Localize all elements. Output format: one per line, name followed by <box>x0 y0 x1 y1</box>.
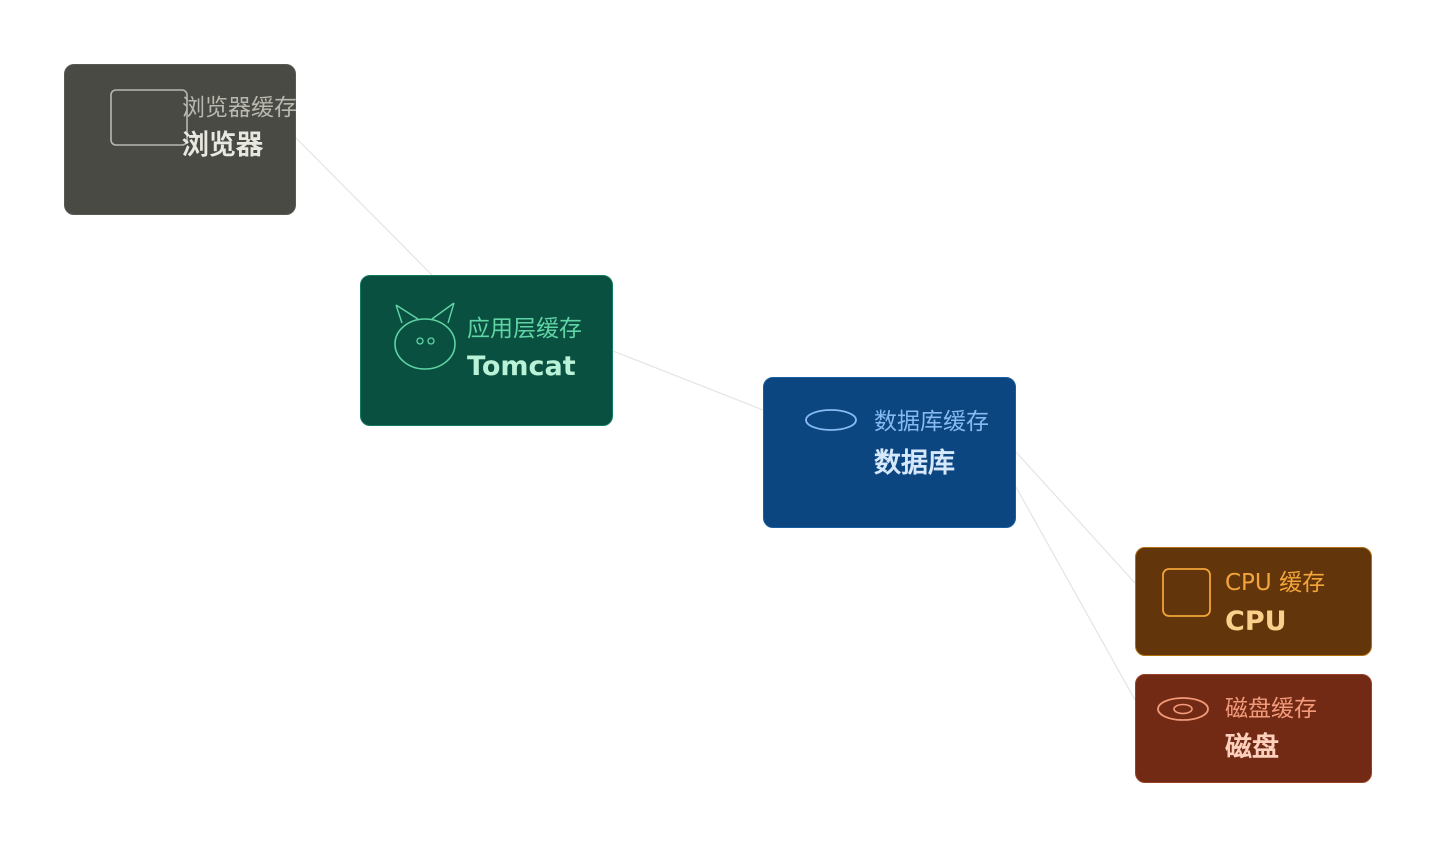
node-subtitle: 应用层缓存 <box>467 316 582 342</box>
window-icon <box>110 89 190 151</box>
edge-tomcat-database <box>612 350 764 411</box>
node-title: Tomcat <box>467 351 576 382</box>
node-title: 数据库 <box>874 448 955 479</box>
disk-icon <box>1156 696 1212 726</box>
node-disk[interactable]: 磁盘缓存 磁盘 <box>1135 674 1372 783</box>
edge-browser-tomcat <box>295 137 433 276</box>
edge-database-disk <box>1015 486 1136 701</box>
node-cpu[interactable]: CPU 缓存 CPU <box>1135 547 1372 656</box>
node-title: 磁盘 <box>1225 732 1279 763</box>
node-subtitle: 磁盘缓存 <box>1225 696 1317 722</box>
node-tomcat[interactable]: 应用层缓存 Tomcat <box>360 275 613 426</box>
node-subtitle: 浏览器缓存 <box>182 95 297 121</box>
node-title: 浏览器 <box>182 130 263 161</box>
cat-face-icon <box>392 301 458 377</box>
node-browser[interactable]: 浏览器缓存 浏览器 <box>64 64 297 215</box>
chip-icon <box>1162 568 1212 622</box>
node-title: CPU <box>1225 606 1287 637</box>
node-subtitle: CPU 缓存 <box>1225 570 1326 596</box>
node-database[interactable]: 数据库缓存 数据库 <box>763 377 1016 528</box>
edge-database-cpu <box>1015 451 1136 584</box>
database-icon <box>804 408 860 436</box>
node-subtitle: 数据库缓存 <box>874 409 989 435</box>
